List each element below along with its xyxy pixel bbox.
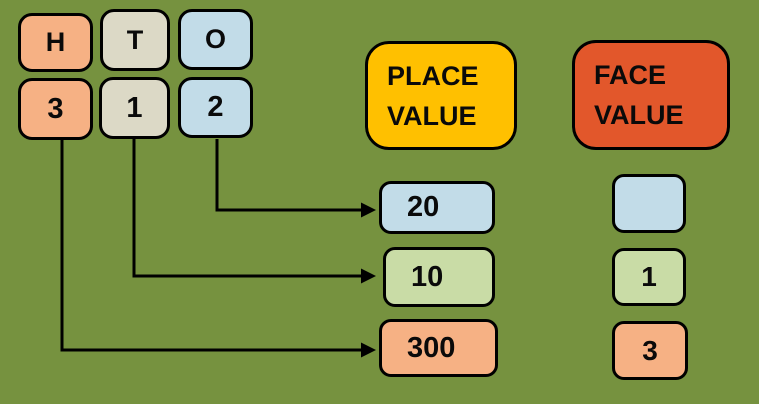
face-value-tens: 1 <box>641 261 657 292</box>
letter-label-ones: O <box>204 24 226 54</box>
face-value-header-line2: VALUE <box>594 100 684 130</box>
face-value-box-tens: 1 <box>612 248 686 306</box>
digit-box-ones: 2 <box>178 77 253 138</box>
place-value-box-ones: 20 <box>379 181 495 234</box>
arrow-ones-to-place-value <box>215 139 376 218</box>
letter-box-tens: T <box>100 9 170 71</box>
face-value-box-hundreds: 3 <box>612 321 688 380</box>
digit-box-hundreds: 3 <box>18 78 93 140</box>
face-value-header-line1: FACE <box>594 60 667 90</box>
letter-label-tens: T <box>126 24 144 55</box>
place-value-box-hundreds: 300 <box>379 319 498 377</box>
letter-box-hundreds: H <box>18 13 93 72</box>
digit-label-tens: 1 <box>126 91 143 124</box>
place-value-header-line2: VALUE <box>387 100 477 131</box>
letter-label-hundreds: H <box>45 27 66 57</box>
face-value-header: FACE VALUE <box>572 40 730 150</box>
place-value-hundreds: 300 <box>407 331 456 364</box>
place-value-box-tens: 10 <box>383 247 495 307</box>
digit-label-hundreds: 3 <box>47 92 64 125</box>
place-value-header-line1: PLACE <box>387 60 479 91</box>
arrow-tens-to-place-value <box>132 139 376 284</box>
face-value-box-ones-empty <box>612 174 686 233</box>
face-value-hundreds: 3 <box>642 334 658 366</box>
place-value-ones: 20 <box>407 191 440 223</box>
digit-box-tens: 1 <box>99 77 170 139</box>
arrow-hundreds-to-place-value <box>60 140 376 358</box>
digit-label-ones: 2 <box>207 91 224 123</box>
place-value-header: PLACE VALUE <box>365 41 517 150</box>
letter-box-ones: O <box>178 9 253 70</box>
place-value-tens: 10 <box>411 260 444 293</box>
